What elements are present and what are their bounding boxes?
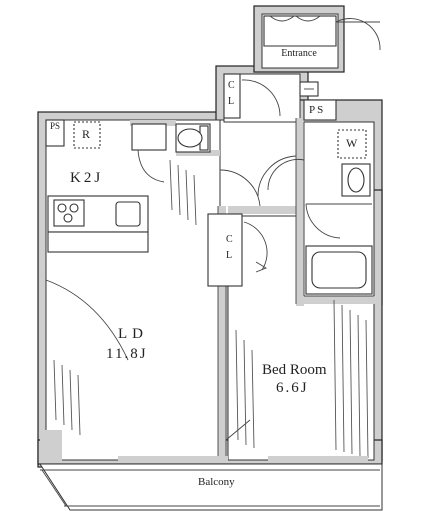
- washbasin-icon: [341, 163, 371, 197]
- bathtub-icon: [305, 245, 373, 295]
- bed-size-label: 6.6J: [276, 380, 309, 396]
- ld-size-label: 11.8J: [106, 346, 148, 362]
- ld-name-label: LD: [118, 326, 148, 342]
- entrance-label: Entrance: [281, 48, 317, 59]
- fridge-label: R: [82, 127, 91, 141]
- kitchen-fixtures: [47, 121, 167, 253]
- balcony: [39, 430, 383, 511]
- ps-top-label: PS: [309, 104, 326, 116]
- toilet-icon: [175, 123, 211, 153]
- bath-fixtures: [267, 129, 373, 295]
- closets: [45, 73, 337, 287]
- closet-upper-label: CL: [228, 80, 235, 107]
- bed-name-label: Bed Room: [262, 362, 327, 378]
- sink-icon: [115, 201, 141, 227]
- fridge-space: [73, 121, 101, 149]
- ld-room: [45, 119, 221, 461]
- hatching: [53, 159, 369, 459]
- washer-space: [337, 129, 367, 159]
- balcony-label: Balcony: [198, 476, 235, 488]
- stove-icon: [53, 199, 85, 227]
- entrance-details: [263, 15, 381, 97]
- interior-walls: [130, 118, 380, 462]
- washer-label: W: [346, 136, 358, 150]
- kitchen-label: K2J: [70, 170, 104, 186]
- ps-left-label: PS: [50, 121, 61, 131]
- closet-lower-label: CL: [226, 234, 233, 261]
